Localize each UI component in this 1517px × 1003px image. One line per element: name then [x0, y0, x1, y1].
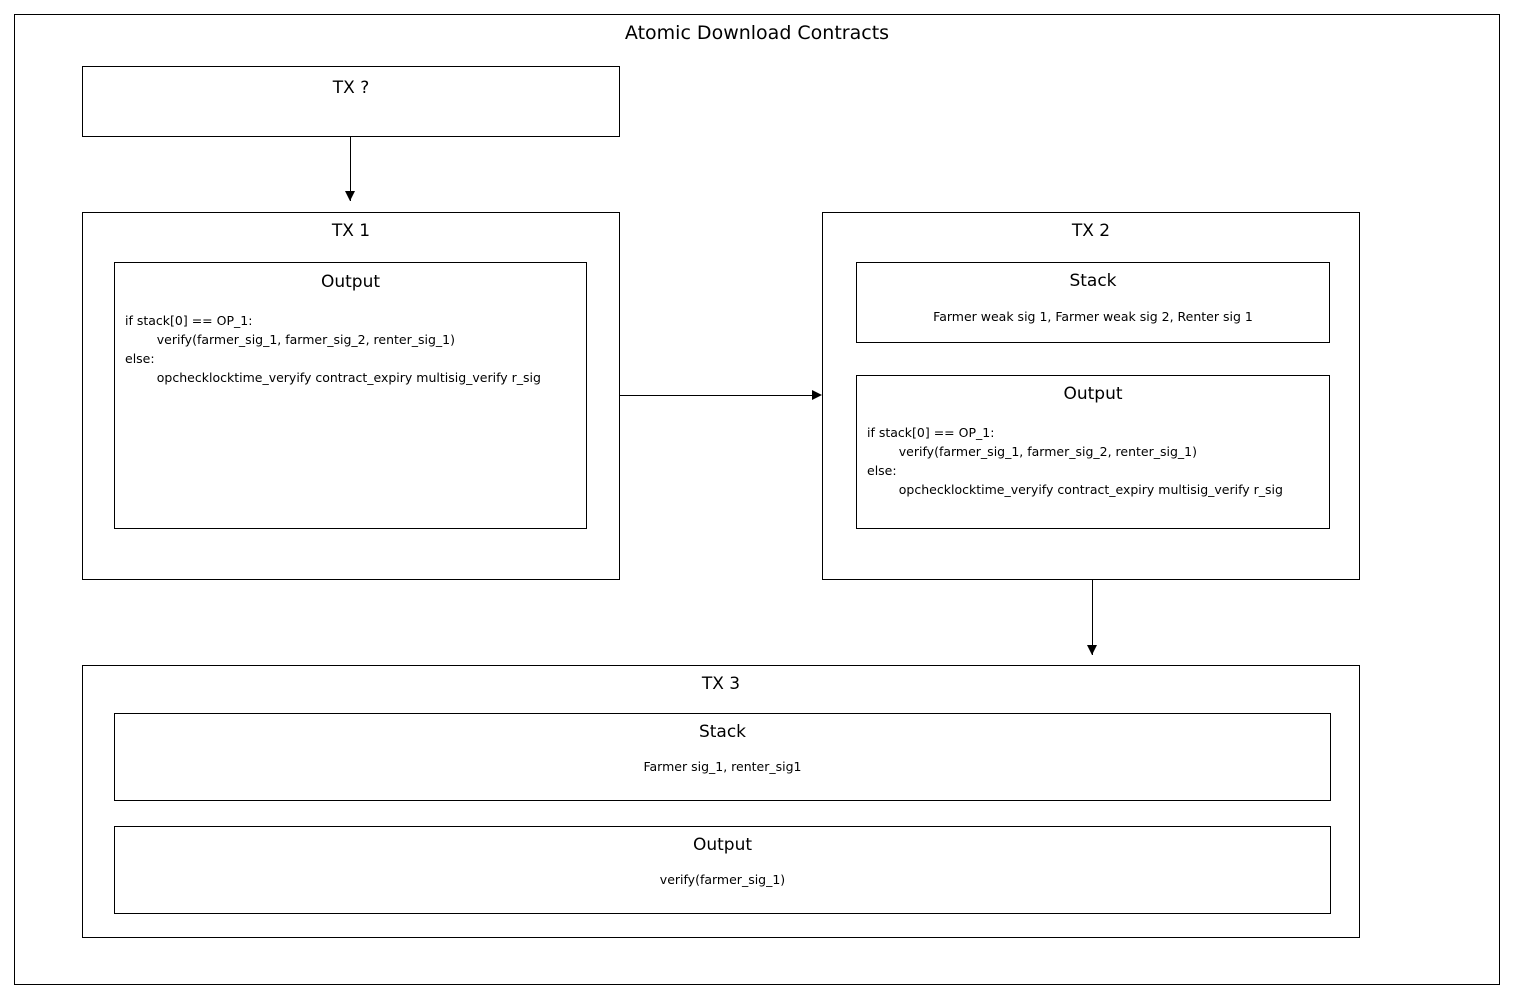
- node-tx3-stack-value: Farmer sig_1, renter_sig1: [643, 759, 802, 774]
- edge-line: [620, 395, 813, 396]
- node-tx2-stack-heading: Stack: [1069, 271, 1117, 291]
- node-tx1[interactable]: TX 1 Output if stack[0] == OP_1: verify(…: [82, 212, 620, 580]
- diagram-title: Atomic Download Contracts: [624, 22, 890, 44]
- edge-line: [350, 137, 351, 201]
- node-tx2-output-heading: Output: [1063, 384, 1123, 404]
- node-tx3-section-stack[interactable]: Stack Farmer sig_1, renter_sig1: [114, 713, 1331, 801]
- node-tx2-section-stack[interactable]: Stack Farmer weak sig 1, Farmer weak sig…: [856, 262, 1330, 343]
- node-tx3-title: TX 3: [701, 674, 741, 694]
- node-tx-unknown-title: TX ?: [332, 78, 370, 98]
- node-tx3-output-heading: Output: [692, 835, 753, 855]
- node-tx3[interactable]: TX 3 Stack Farmer sig_1, renter_sig1 Out…: [82, 665, 1360, 938]
- node-tx2-section-output[interactable]: Output if stack[0] == OP_1: verify(farme…: [856, 375, 1330, 529]
- arrow-head-right-icon: [812, 390, 822, 400]
- node-tx1-title: TX 1: [331, 221, 371, 241]
- arrow-head-down-icon: [345, 191, 355, 201]
- node-tx1-section-output[interactable]: Output if stack[0] == OP_1: verify(farme…: [114, 262, 587, 529]
- node-tx3-stack-heading: Stack: [698, 722, 747, 742]
- node-tx2-output-code: if stack[0] == OP_1: verify(farmer_sig_1…: [867, 425, 1283, 497]
- arrow-head-down-icon: [1087, 645, 1097, 655]
- node-tx-unknown[interactable]: TX ?: [82, 66, 620, 137]
- node-tx2[interactable]: TX 2 Stack Farmer weak sig 1, Farmer wea…: [822, 212, 1360, 580]
- node-tx3-section-output[interactable]: Output verify(farmer_sig_1): [114, 826, 1331, 914]
- edge-line: [1092, 580, 1093, 655]
- node-tx3-output-value: verify(farmer_sig_1): [659, 872, 786, 887]
- node-tx1-output-code: if stack[0] == OP_1: verify(farmer_sig_1…: [125, 313, 541, 385]
- node-tx2-stack-value: Farmer weak sig 1, Farmer weak sig 2, Re…: [933, 309, 1253, 324]
- node-tx2-title: TX 2: [1071, 221, 1111, 241]
- node-tx1-output-heading: Output: [320, 272, 381, 292]
